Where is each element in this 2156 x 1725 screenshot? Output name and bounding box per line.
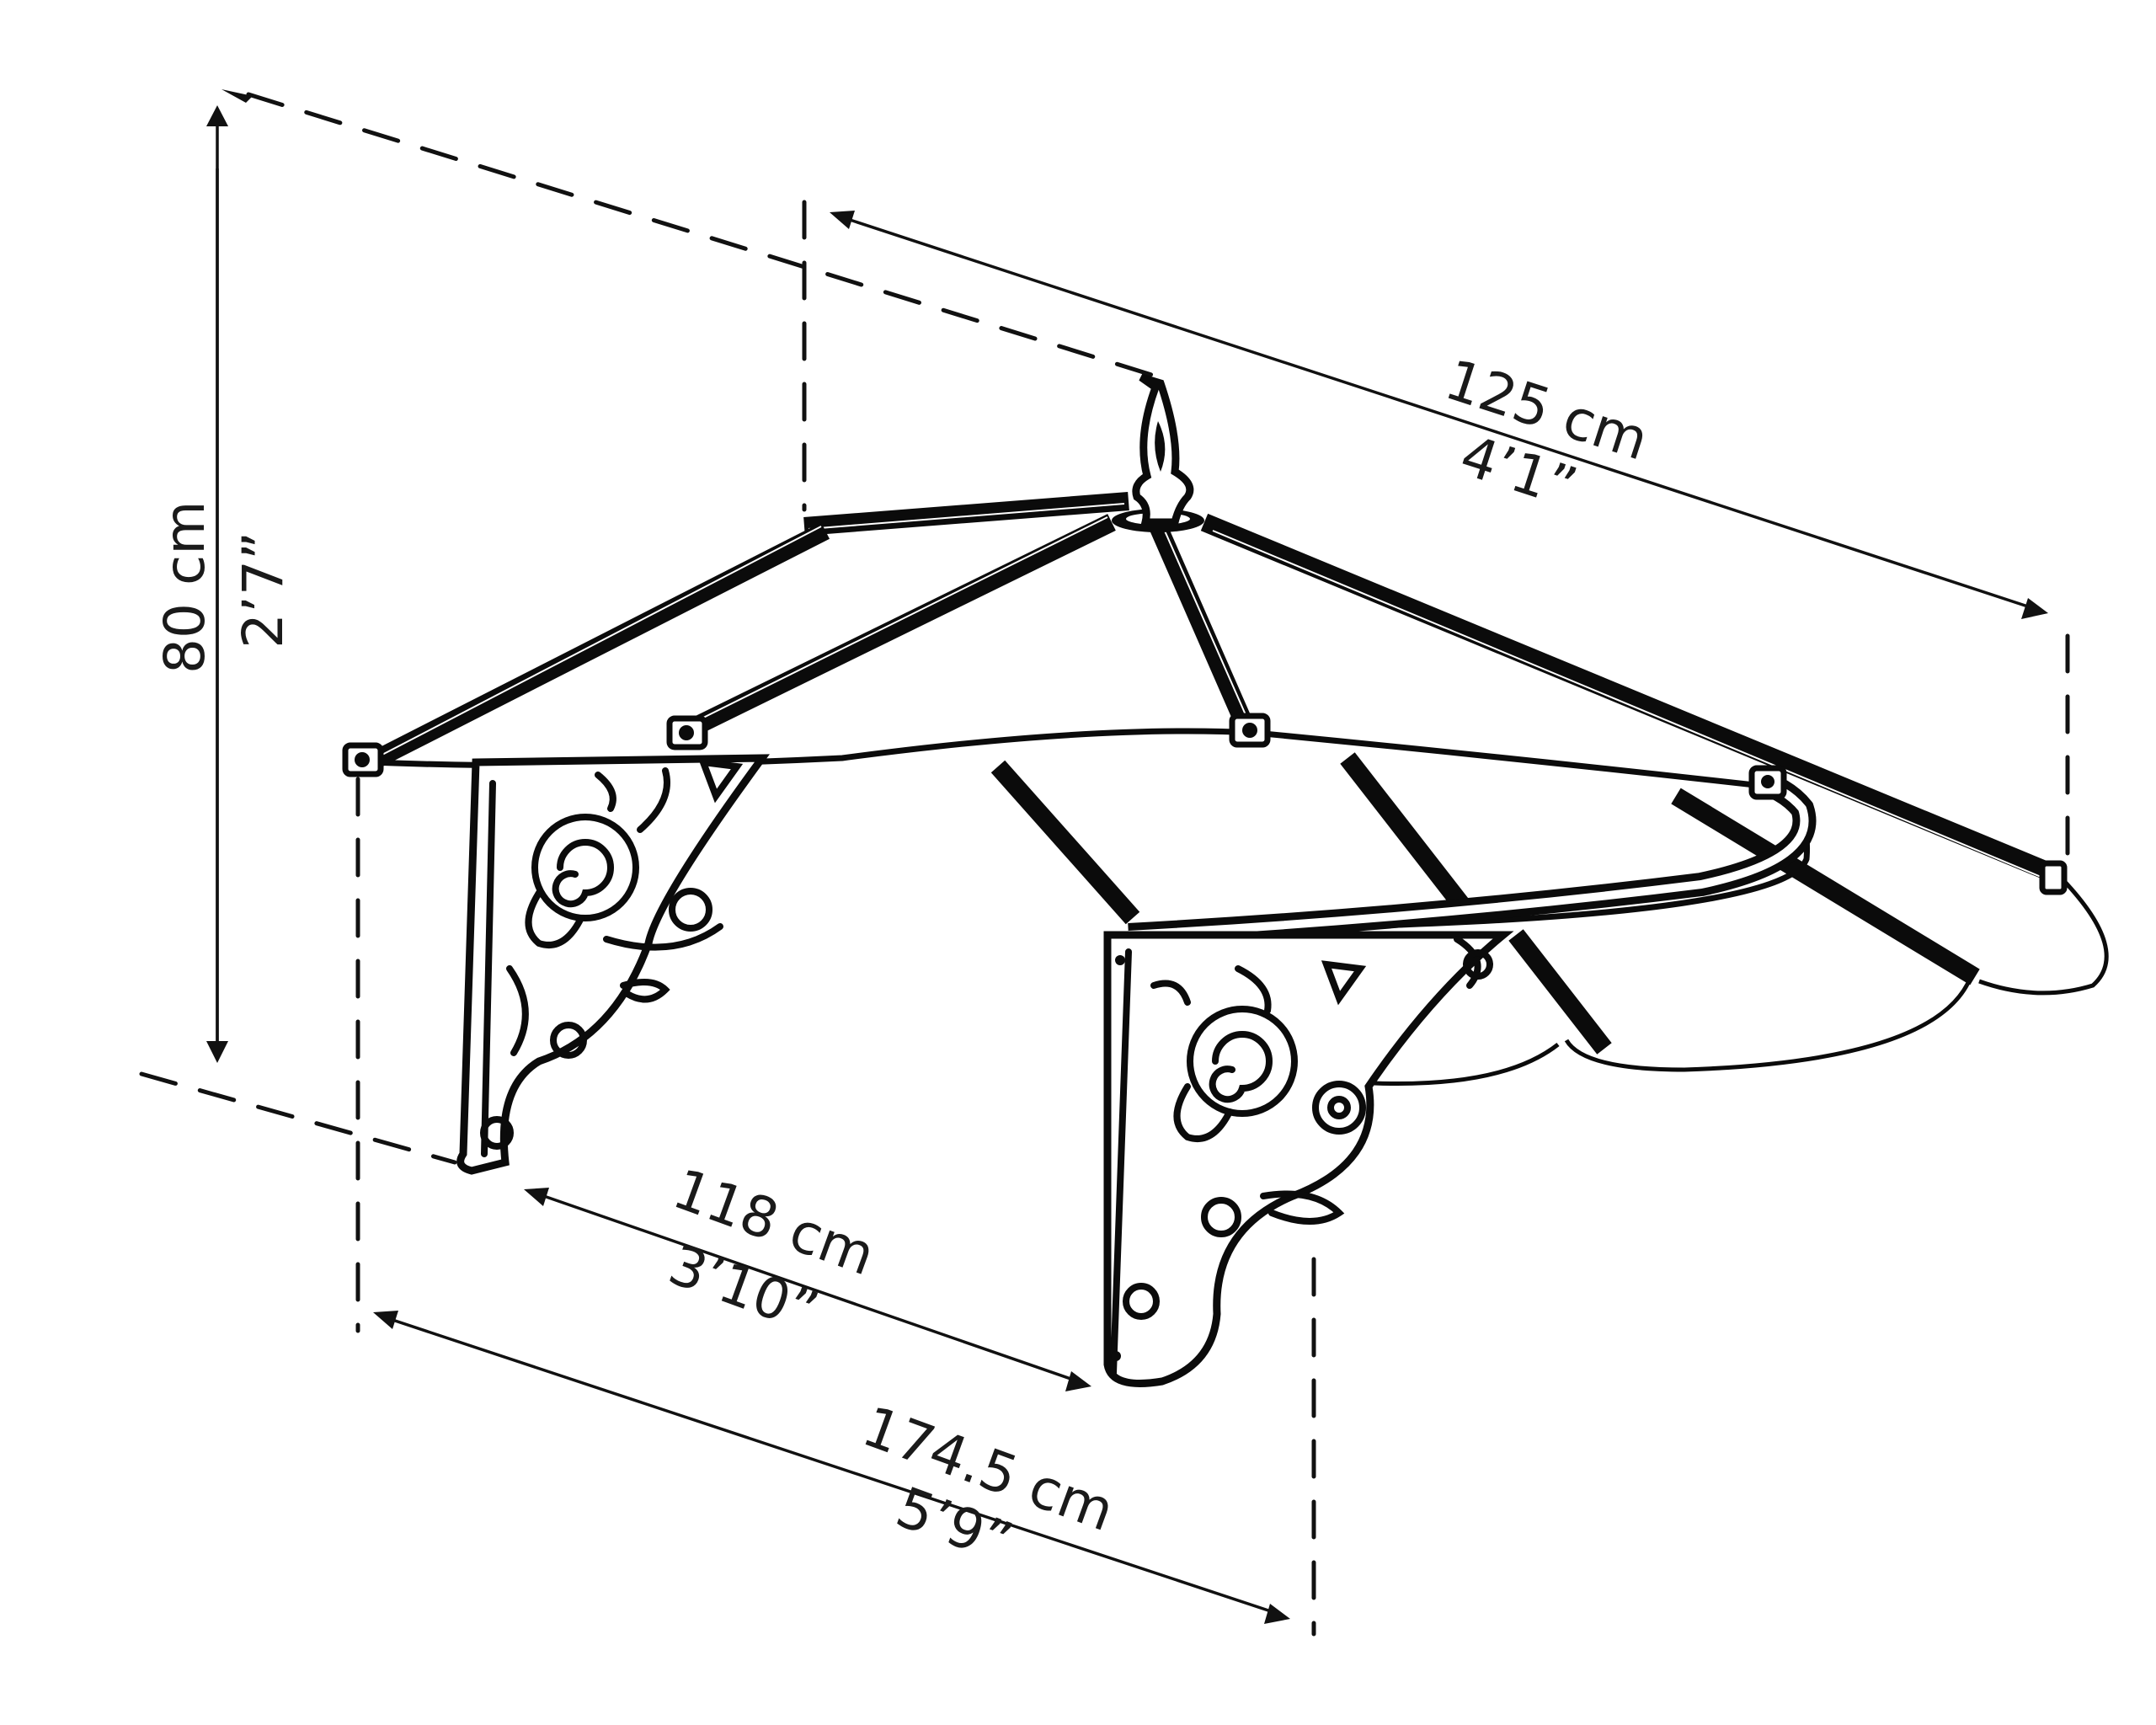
right-bracket [1103, 931, 1514, 1387]
height-dimension: 80 cm 2’7” [139, 89, 1173, 1165]
arrowhead-right-icon [1065, 1371, 1091, 1391]
height-metric-label: 80 cm [152, 500, 217, 674]
arrowhead-left-icon [524, 1188, 549, 1206]
height-imperial-label: 2’7” [231, 531, 296, 649]
left-bracket [456, 754, 770, 1175]
bracket-spacing-dimension: 118 cm 3’10” [524, 1156, 1091, 1391]
arrowhead-left-icon [830, 211, 855, 229]
arrowhead-right-icon [1264, 1604, 1290, 1624]
arrowhead-right-icon [2021, 598, 2048, 619]
arrowhead-up-icon [206, 105, 228, 126]
rib-joints [342, 713, 2068, 895]
arrowhead-left-icon [373, 1311, 398, 1329]
canopy-ribs [366, 513, 2063, 1055]
wall-rail [803, 492, 1129, 536]
depth-dimension: 125 cm 4’1” [802, 200, 2070, 870]
arrowhead-down-icon [206, 1041, 228, 1063]
awning [342, 373, 2109, 1387]
finial-ornament-icon [1132, 373, 1194, 526]
